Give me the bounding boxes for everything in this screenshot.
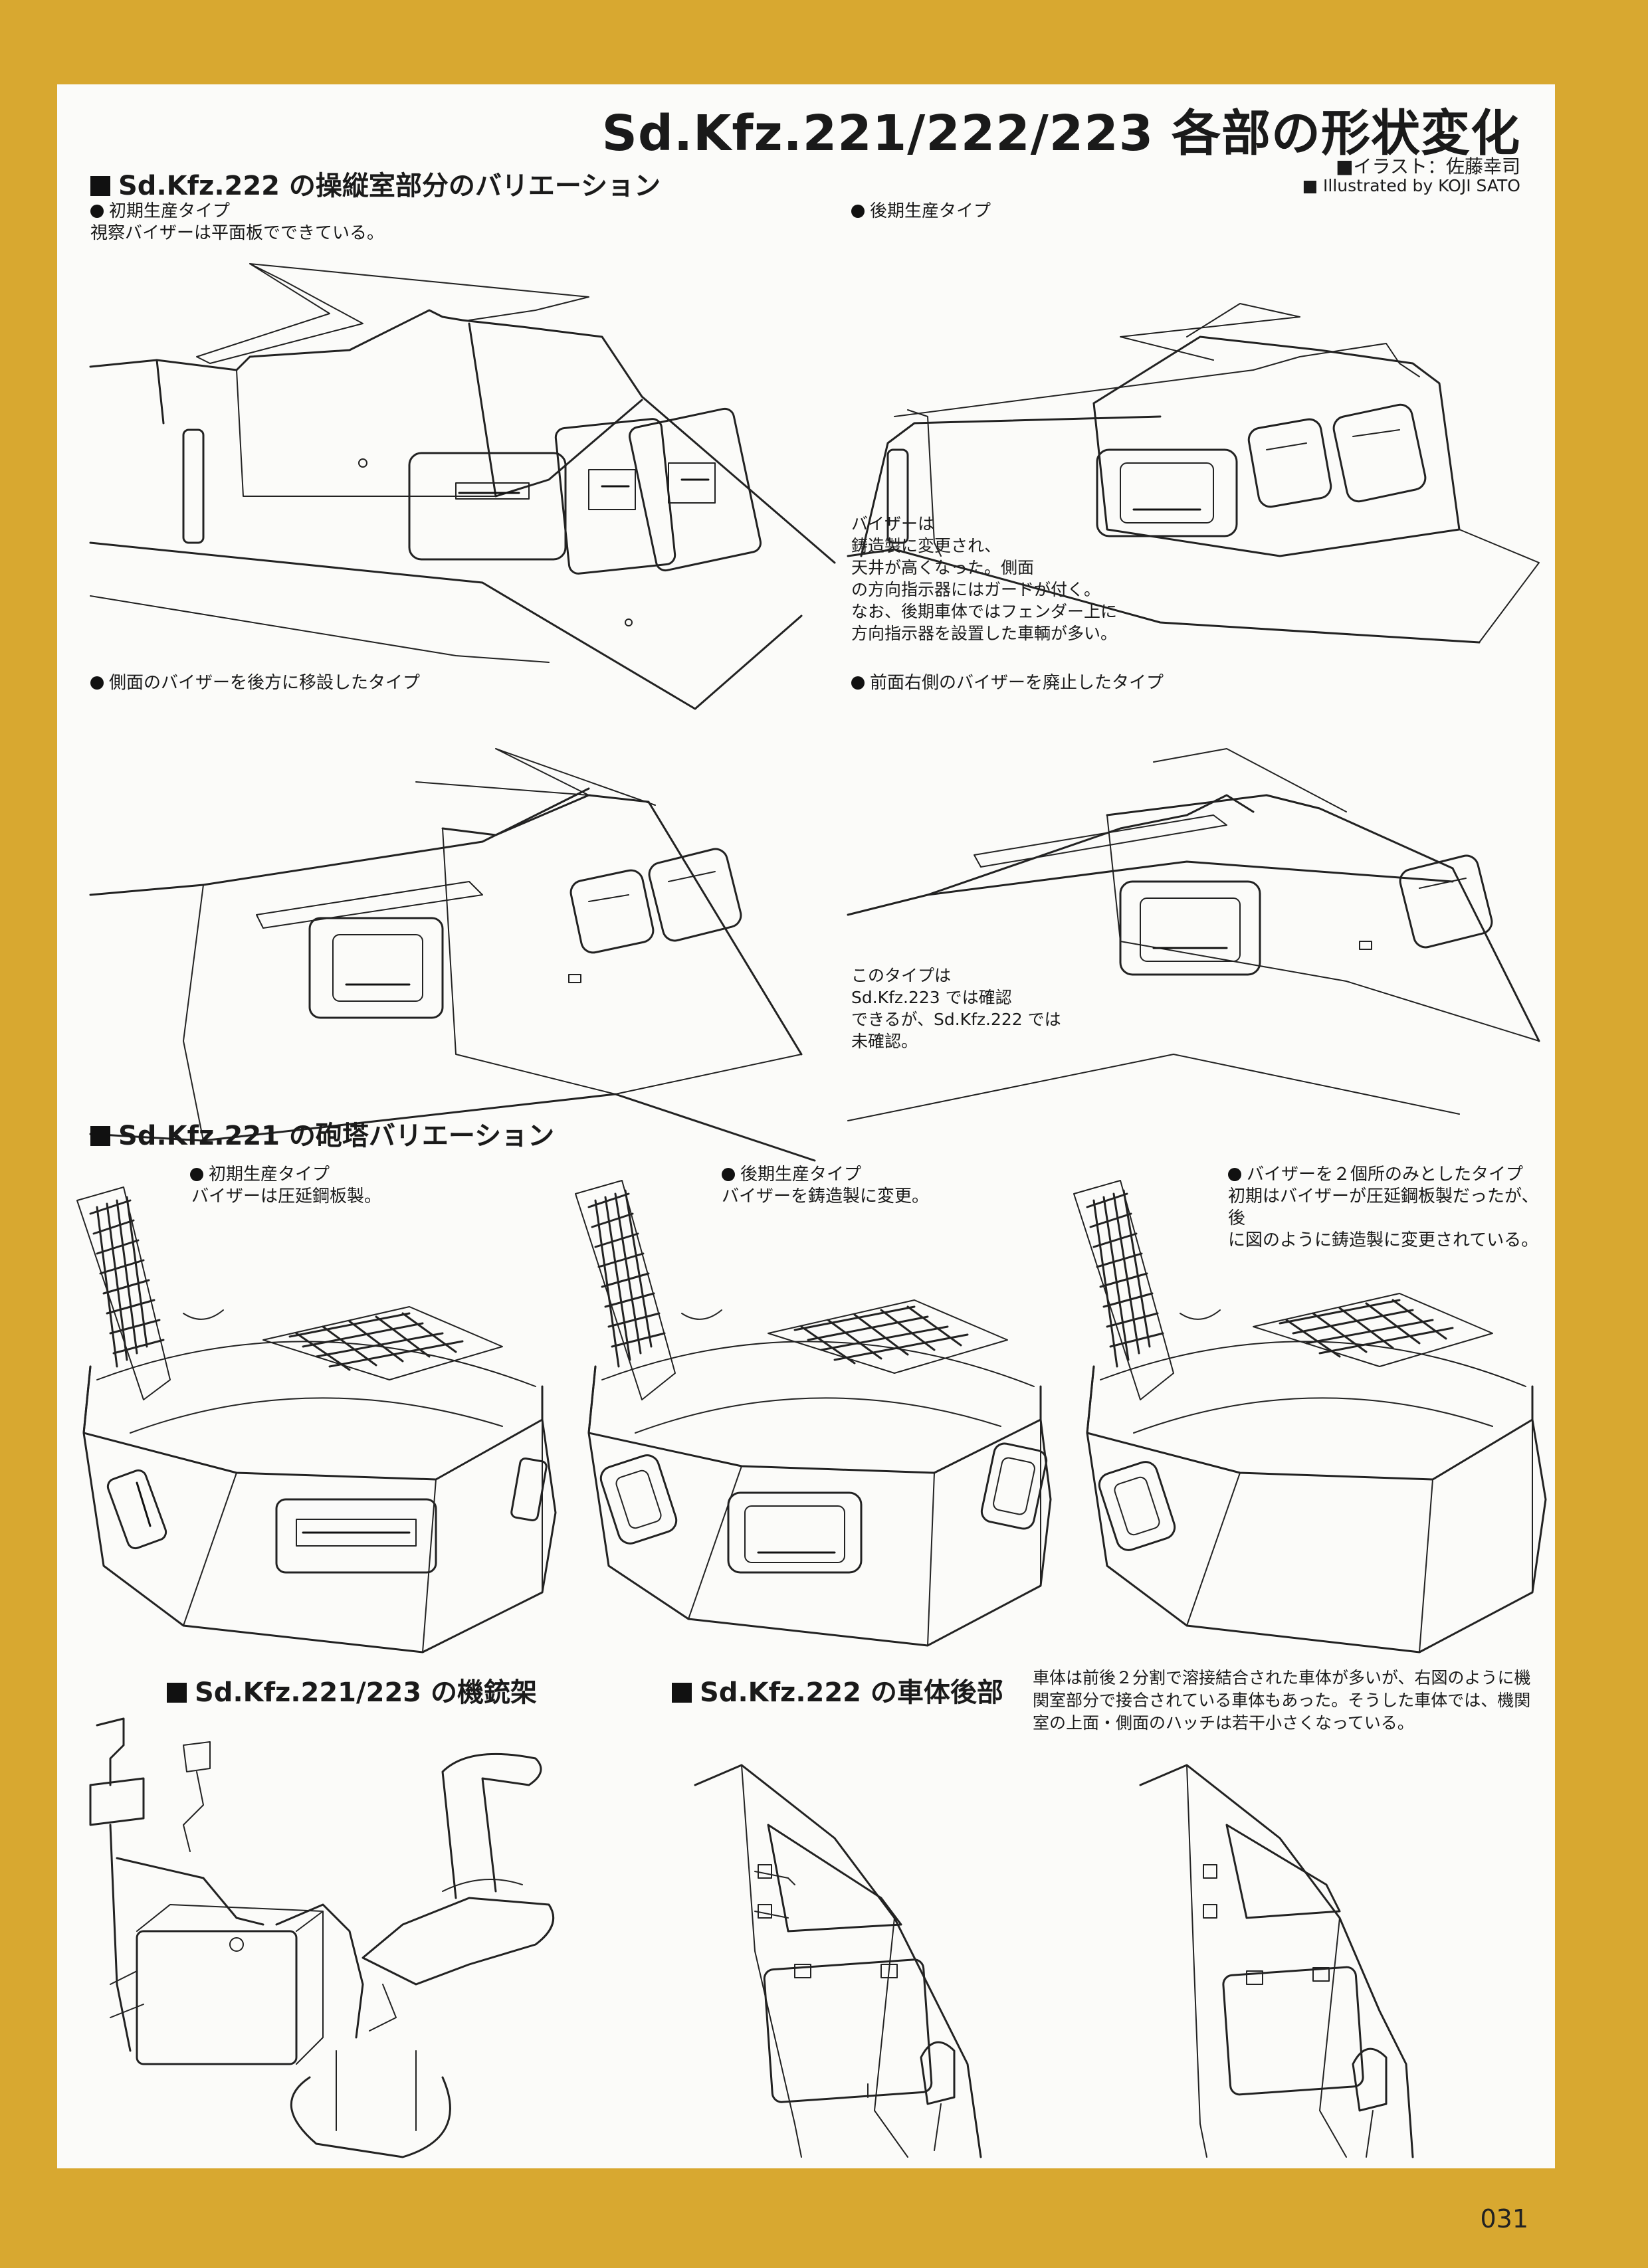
illustration-turret-two-visors — [1073, 1180, 1547, 1654]
page-sheet: Sd.Kfz.221/222/223 各部の形状変化 ■イラスト：佐藤幸司 ■ … — [57, 84, 1555, 2233]
caption-turret-early: 初期生産タイプ バイザーは圧延鋼板製。 — [190, 1164, 381, 1208]
bullet-icon — [90, 676, 104, 690]
caption-turret-two-visors: バイザーを２個所のみとしたタイプ 初期はバイザーが圧延鋼板製だったが、後 に図の… — [1228, 1164, 1555, 1252]
caption-desc: バイザーを鋳造製に変更。 — [722, 1186, 930, 1206]
bullet-icon — [851, 205, 865, 218]
caption-label: 側面のバイザーを後方に移設したタイプ — [109, 673, 421, 693]
illustration-driver-side-visor — [89, 748, 816, 1162]
heading-square-icon — [90, 176, 110, 196]
illustration-rear-hull-standard — [694, 1764, 982, 2158]
caption-desc: 視察バイザーは平面板でできている。 — [90, 223, 385, 243]
caption-label: 初期生産タイプ — [209, 1165, 330, 1184]
illustration-mg-mount — [89, 1717, 555, 2158]
caption-front-right-removed: 前面右側のバイザーを廃止したタイプ — [851, 672, 1164, 694]
section-heading-driver: Sd.Kfz.222 の操縦室部分のバリエーション — [90, 164, 661, 203]
note-front-right-removed: このタイプは Sd.Kfz.223 では確認 できるが、Sd.Kfz.222 で… — [851, 966, 1061, 1051]
section-heading-turret: Sd.Kfz.221 の砲塔バリエーション — [90, 1114, 554, 1153]
illustration-driver-front-removed — [847, 748, 1540, 1121]
caption-desc: バイザーは圧延鋼板製。 — [191, 1186, 382, 1206]
note-late-driver: バイザーは 鋳造製に変更され、 天井が高くなった。側面 の方向指示器にはガードが… — [851, 514, 1118, 643]
note-rear-hull: 車体は前後２分割で溶接結合された車体が多いが、右図のように機 関室部分で接合され… — [1033, 1668, 1531, 1733]
section-heading-text: Sd.Kfz.222 の車体後部 — [700, 1677, 1003, 1708]
caption-label: バイザーを２個所のみとしたタイプ — [1247, 1165, 1524, 1184]
illustration-turret-late — [575, 1180, 1052, 1647]
section-heading-text: Sd.Kfz.221 の砲塔バリエーション — [118, 1121, 555, 1151]
bullet-icon — [851, 676, 865, 690]
caption-turret-late: 後期生産タイプ バイザーを鋳造製に変更。 — [722, 1164, 929, 1208]
heading-square-icon — [90, 1126, 110, 1146]
heading-square-icon — [167, 1683, 187, 1703]
illustration-driver-late — [847, 303, 1540, 644]
illustrator-credit: ■イラスト：佐藤幸司 — [1336, 155, 1520, 177]
section-heading-text: Sd.Kfz.221/223 の機銃架 — [195, 1677, 538, 1708]
caption-label: 後期生産タイプ — [870, 201, 991, 221]
illustration-rear-hull-engine-joint — [1139, 1764, 1414, 2158]
caption-desc: 初期はバイザーが圧延鋼板製だったが、後 に図のように鋳造製に変更されている。 — [1228, 1186, 1539, 1250]
section-heading-mg-mount: Sd.Kfz.221/223 の機銃架 — [167, 1671, 537, 1709]
bullet-icon — [1228, 1168, 1241, 1181]
caption-label: 初期生産タイプ — [109, 201, 231, 221]
heading-square-icon — [672, 1683, 692, 1703]
caption-label: 前面右側のバイザーを廃止したタイプ — [870, 673, 1164, 693]
section-heading-rear-hull: Sd.Kfz.222 の車体後部 — [672, 1671, 1003, 1709]
caption-late-driver: 後期生産タイプ — [851, 201, 991, 223]
page-number: 031 — [1480, 2204, 1528, 2233]
page-title: Sd.Kfz.221/222/223 各部の形状変化 — [601, 105, 1520, 162]
bullet-icon — [722, 1168, 735, 1181]
caption-side-visor-moved: 側面のバイザーを後方に移設したタイプ — [90, 672, 420, 694]
caption-early-driver: 初期生産タイプ 視察バイザーは平面板でできている。 — [90, 201, 384, 244]
caption-label: 後期生産タイプ — [740, 1165, 862, 1184]
illustrator-credit-en: ■ Illustrated by KOJI SATO — [1302, 176, 1520, 195]
illustration-turret-early — [76, 1186, 557, 1654]
section-heading-text: Sd.Kfz.222 の操縦室部分のバリエーション — [118, 171, 661, 201]
bullet-icon — [90, 205, 104, 218]
illustration-driver-early — [89, 263, 836, 710]
bullet-icon — [190, 1168, 203, 1181]
